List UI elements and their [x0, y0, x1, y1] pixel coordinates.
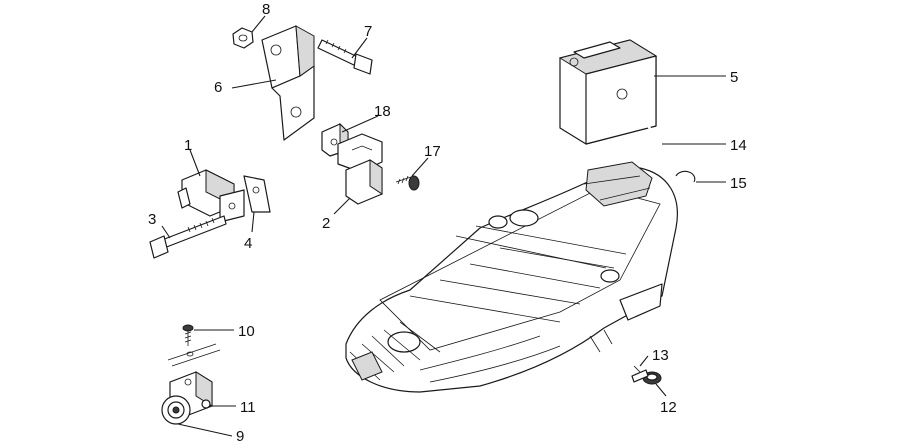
- part-sensor-unit: [161, 371, 213, 425]
- callout-10: 10: [238, 323, 255, 340]
- callout-11: 11: [240, 399, 256, 416]
- callout-1: 1: [184, 137, 192, 154]
- part-underseat-tray: [345, 161, 678, 393]
- callout-labels: 8 7 6 18 17 2 1 3 4 5 14 15 10 11 9 13 1…: [148, 1, 747, 443]
- part-relay: [337, 133, 383, 205]
- part-small-screw: [167, 324, 221, 367]
- part-clamp-ring: [675, 170, 696, 183]
- callout-12: 12: [660, 399, 677, 416]
- part-grommet: [631, 365, 662, 385]
- part-screw: [395, 175, 420, 191]
- callout-3: 3: [148, 211, 156, 228]
- part-nut: [232, 27, 254, 49]
- callout-8: 8: [262, 1, 270, 18]
- callout-7: 7: [364, 23, 372, 40]
- callout-5: 5: [730, 69, 738, 86]
- callout-18: 18: [374, 103, 391, 120]
- part-bracket: [261, 25, 315, 141]
- callout-15: 15: [730, 175, 747, 192]
- part-breather-tube: [638, 103, 713, 158]
- callout-17: 17: [424, 143, 441, 160]
- leader-lines: [161, 15, 726, 437]
- part-long-bolt: [149, 215, 227, 259]
- callout-2: 2: [322, 215, 330, 232]
- part-mounting-plate: [243, 175, 271, 213]
- callout-14: 14: [730, 137, 747, 154]
- callout-13: 13: [652, 347, 669, 364]
- part-connector: [177, 169, 245, 223]
- part-battery: [558, 39, 658, 145]
- callout-4: 4: [244, 235, 252, 252]
- callout-6: 6: [214, 79, 222, 96]
- callout-9: 9: [236, 428, 244, 443]
- part-bolt: [317, 39, 373, 75]
